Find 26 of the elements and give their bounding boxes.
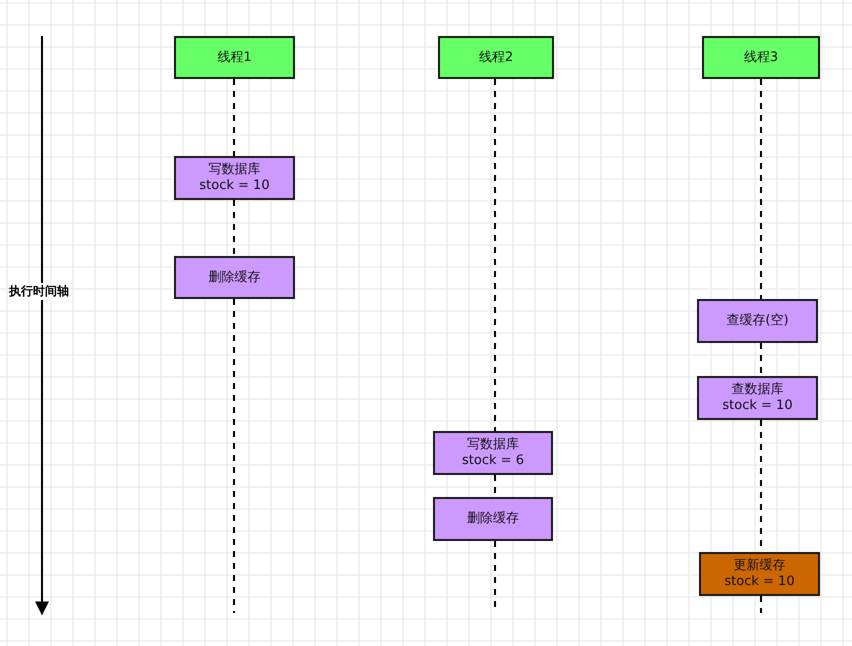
box-text: stock = 6 xyxy=(462,453,524,469)
axis-label: 执行时间轴 xyxy=(9,283,69,300)
thread-box: 线程3 xyxy=(702,36,820,79)
lifeline xyxy=(760,343,762,376)
lifeline xyxy=(233,79,235,156)
thread-box: 线程2 xyxy=(438,36,554,79)
step-box xyxy=(433,431,553,475)
lifeline xyxy=(233,200,235,256)
box-text: stock = 10 xyxy=(722,398,793,414)
lifeline xyxy=(760,79,762,299)
box-text: stock = 10 xyxy=(199,178,270,194)
lifeline xyxy=(233,299,235,613)
box-text: stock = 10 xyxy=(724,574,795,590)
lifeline xyxy=(494,79,496,431)
step-box: 查缓存(空) xyxy=(697,299,818,343)
box-text: 查数据库 xyxy=(732,382,784,398)
box-text: 写数据库 xyxy=(467,437,519,453)
step-box: 删除缓存 xyxy=(174,256,295,299)
step-box xyxy=(697,376,818,420)
lifeline xyxy=(760,596,762,613)
box-text: 更新缓存 xyxy=(734,558,786,574)
step-box xyxy=(699,552,820,596)
step-box xyxy=(174,156,295,200)
thread-box: 线程1 xyxy=(174,36,295,79)
box-text: 写数据库 xyxy=(208,162,260,178)
step-box: 删除缓存 xyxy=(433,497,553,541)
